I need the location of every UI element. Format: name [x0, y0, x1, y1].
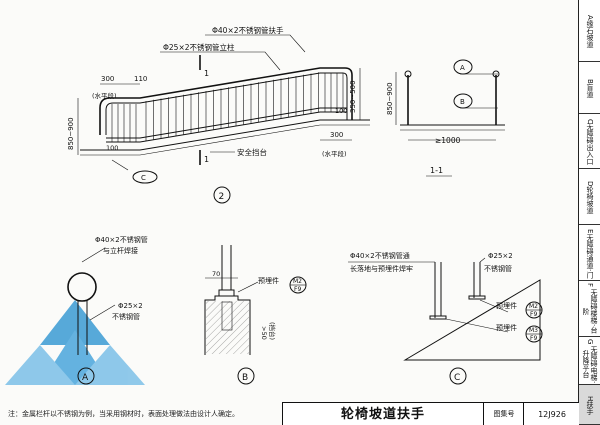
section-dim-width: ≥1000 — [435, 136, 461, 145]
sidebar-chapter-letter: E — [586, 229, 594, 234]
detail-c-ref2-top: M3 — [529, 327, 538, 334]
title-block: 轮椅坡道扶手 图集号 12J926 — [282, 402, 579, 425]
detail-a-label-bottom-2: 不锈钢管 — [112, 312, 140, 321]
detail-b-ref-bottom: F9 — [294, 286, 301, 293]
detail-c-ref1-bottom: F9 — [530, 311, 537, 318]
label-post: Φ25×2不锈钢管立柱 — [163, 42, 235, 52]
sidebar-chapter-letter: D — [586, 180, 594, 187]
detail-c-ref1-top: M2 — [529, 303, 538, 310]
dim-300-left: 300 — [101, 75, 114, 83]
section-mark-top: 1 — [204, 69, 209, 78]
section-mark-bottom: 1 — [204, 155, 209, 164]
dim-110: 110 — [134, 75, 147, 83]
dim-850-900-left: 850~900 — [67, 117, 75, 150]
detail-a-label-bottom-1: Φ25×2 — [118, 302, 143, 310]
sidebar-chapter-letter: G — [586, 339, 594, 345]
dim-100-left: 100 — [106, 144, 118, 152]
drawing-canvas: 1 1 Φ40×2不锈钢管扶手 Φ25×2不锈钢管立柱 300 (水平段) 11… — [5, 25, 543, 385]
detail-c-ref2-bottom: F9 — [530, 335, 537, 342]
label-handrail-top: Φ40×2不锈钢管扶手 — [212, 25, 284, 35]
sidebar-chapter-letter: A — [586, 15, 594, 20]
dim-flat-right: (水平段) — [322, 149, 347, 158]
detail-c-marker: C — [454, 373, 460, 383]
dim-flat-left: (水平段) — [92, 91, 117, 100]
section-callout-a: A — [460, 64, 465, 72]
section-callout-b: B — [460, 98, 465, 106]
section-label: 1-1 — [430, 166, 443, 175]
sidebar-chapter-text: 无障碍楼梯·台阶 — [582, 289, 598, 334]
detail-b: 70 预埋件 M2 F9 >50 (挡台) B — [204, 245, 307, 385]
callout-c: C — [141, 174, 146, 182]
label-curb: 安全挡台 — [237, 147, 267, 157]
detail-a: Φ40×2不锈钢管 与立杆焊接 Φ25×2 不锈钢管 A — [67, 235, 148, 385]
sidebar-chapter-letter: H — [586, 395, 594, 402]
sidebar-chapter-text: 盲道 — [586, 83, 594, 98]
view-number: 2 — [219, 192, 225, 202]
detail-b-label-embed: 预埋件 — [258, 276, 279, 285]
detail-c-label-right-2: 不锈钢管 — [484, 264, 512, 273]
detail-c: Φ40×2不锈钢管通 长落地与预埋件焊牢 Φ25×2 不锈钢管 预埋件 M2 F… — [348, 251, 543, 385]
sidebar-chapter-text: 无障碍电梯·升降平台 — [582, 345, 598, 383]
baluster-posts — [111, 72, 344, 142]
detail-a-marker: A — [82, 373, 89, 383]
detail-b-ref-top: M2 — [293, 278, 302, 285]
sidebar-chapter-letter: F — [586, 283, 594, 288]
detail-b-dim-50: >50 — [260, 326, 268, 340]
drawing-title: 轮椅坡道扶手 — [340, 407, 425, 422]
atlas-number: 12J926 — [523, 403, 580, 425]
detail-a-label-top-1: Φ40×2不锈钢管 — [95, 235, 148, 244]
section-dim-850-900: 850~900 — [386, 82, 394, 115]
sidebar-chapter-text: 无障碍出入口 — [586, 123, 594, 166]
sidebar-chapter-text: 扶手 — [586, 401, 594, 416]
atlas-number-label: 图集号 — [483, 403, 524, 425]
sidebar-chapter-text: 轮椅坡道 — [586, 186, 594, 215]
sidebar-chapter-letter: B — [586, 79, 594, 84]
detail-c-label-embed-1: 预埋件 — [496, 301, 517, 310]
sidebar-chapter-text: 无障碍通道·门 — [586, 233, 594, 278]
detail-b-dim-note: (挡台) — [268, 322, 277, 340]
sidebar-chapter-text: 缘石坡道 — [586, 19, 594, 48]
dim-100-right: 100 — [335, 107, 347, 115]
dim-350-500: 350~500 — [349, 80, 357, 113]
detail-c-label-top-1: Φ40×2不锈钢管通 — [350, 251, 410, 260]
detail-a-label-top-2: 与立杆焊接 — [103, 246, 138, 255]
section-1-1: 850~900 ≥1000 A B 1-1 — [386, 59, 505, 177]
dim-300-right: 300 — [330, 131, 343, 139]
detail-c-label-top-2: 长落地与预埋件焊牢 — [350, 264, 413, 273]
sidebar-chapter-letter: C — [586, 118, 594, 124]
detail-c-label-right-1: Φ25×2 — [488, 252, 513, 260]
ramp-handrail-elevation: 1 1 Φ40×2不锈钢管扶手 Φ25×2不锈钢管立柱 300 (水平段) 11… — [67, 25, 370, 204]
detail-c-label-embed-2: 预埋件 — [496, 323, 517, 332]
detail-b-marker: B — [242, 373, 248, 383]
detail-b-dim-70: 70 — [212, 270, 220, 278]
footnote: 注：金属栏杆以不锈钢为例，当采用钢材时，表面处理做法由设计人确定。 — [8, 410, 239, 418]
